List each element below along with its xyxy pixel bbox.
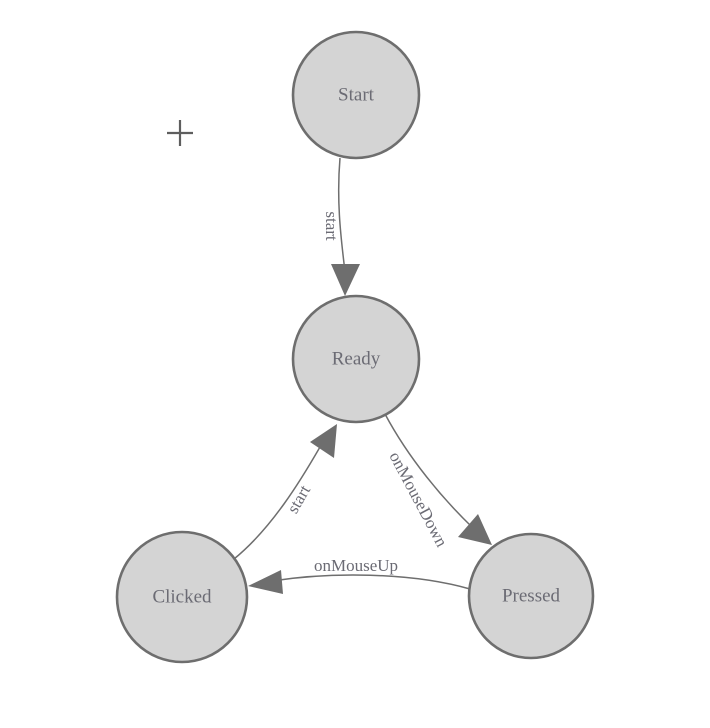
edge-path-clicked-to-ready: [233, 446, 321, 560]
node-label-pressed: Pressed: [502, 585, 561, 606]
edge-label-start-to-ready: start: [322, 211, 341, 241]
edge-path-pressed-to-clicked: [271, 574, 471, 590]
crosshair-icon[interactable]: [167, 120, 193, 146]
node-circle-ready: [291, 294, 421, 424]
node-circle-clicked: [115, 530, 249, 664]
edge-ready-to-pressed[interactable]: onMouseDown: [384, 413, 492, 551]
node-pressed[interactable]: Pressed: [467, 532, 595, 660]
node-start[interactable]: Start: [291, 30, 421, 160]
node-label-start: Start: [338, 84, 375, 105]
edge-label-clicked-to-ready: start: [283, 482, 314, 517]
node-clicked[interactable]: Clicked: [115, 530, 249, 664]
edge-pressed-to-clicked[interactable]: onMouseUp: [248, 556, 471, 594]
node-circle-start: [291, 30, 421, 160]
node-circle-pressed: [467, 532, 595, 660]
arrowhead-into-clicked: [248, 570, 283, 594]
edge-start-to-ready[interactable]: start: [322, 157, 360, 296]
arrowhead-into-ready-lower-left: [310, 424, 337, 458]
arrowhead-into-pressed: [458, 514, 492, 545]
node-label-ready: Ready: [332, 348, 381, 369]
edge-label-ready-to-pressed: onMouseDown: [385, 449, 451, 551]
edge-clicked-to-ready[interactable]: start: [233, 424, 337, 560]
edge-path-start-to-ready: [337, 157, 346, 273]
edge-label-pressed-to-clicked: onMouseUp: [314, 556, 398, 575]
edge-path-ready-to-pressed: [384, 413, 473, 528]
node-label-clicked: Clicked: [152, 586, 212, 607]
arrowhead-into-ready-top: [331, 264, 360, 296]
node-ready[interactable]: Ready: [291, 294, 421, 424]
